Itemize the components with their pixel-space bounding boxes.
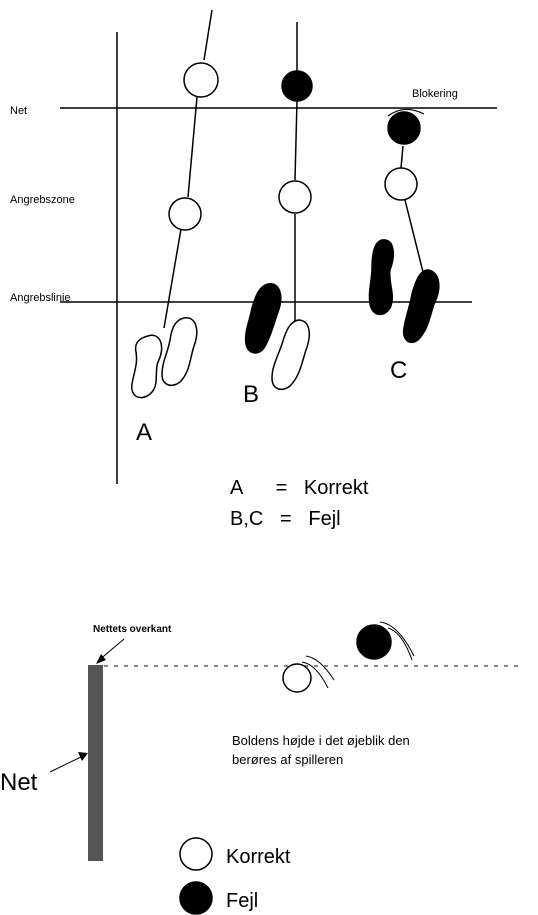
net-pointer-line xyxy=(49,754,86,773)
footprint-filled-icon xyxy=(368,239,395,316)
net-top-label: Nettets overkant xyxy=(93,624,172,635)
label-blocking: Blokering xyxy=(412,88,458,100)
player-b-label: B xyxy=(243,381,259,408)
player-a-path: A xyxy=(131,9,219,446)
bottom-net-diagram: Nettets overkant Boldens højde i det øje… xyxy=(0,621,522,861)
ball-correct-icon xyxy=(384,167,418,201)
ball-height-caption-line-2: berøres af spilleren xyxy=(232,752,343,767)
footprint-filled-icon xyxy=(244,283,282,354)
footprint-outline-icon xyxy=(131,334,163,399)
net-post xyxy=(88,665,103,861)
ball-trajectory-line xyxy=(203,9,213,61)
footprint-outline-icon xyxy=(161,317,198,387)
legend-correct-icon xyxy=(179,837,213,871)
symbol-legend: Korrekt Fejl xyxy=(179,837,291,915)
label-net: Net xyxy=(10,105,27,117)
footprint-filled-icon xyxy=(402,269,440,344)
footprint-outline-icon xyxy=(271,319,311,391)
ball-trajectory-line xyxy=(187,96,198,198)
ball-correct-icon xyxy=(183,62,219,98)
ball-below-net xyxy=(282,655,335,693)
top-legend-line-1: A = Korrekt xyxy=(230,477,369,499)
player-a-label: A xyxy=(136,419,152,446)
legend-fault-label: Fejl xyxy=(226,890,258,912)
ball-motion-line xyxy=(305,655,335,681)
player-c-path: C xyxy=(368,108,440,384)
ball-height-caption-line-1: Boldens højde i det øjeblik den xyxy=(232,733,410,748)
ball-trajectory-line xyxy=(404,199,426,281)
ball-fault-icon xyxy=(356,624,392,660)
arrow-head-icon xyxy=(96,654,106,664)
net-label: Net xyxy=(0,769,38,796)
arrow-head-icon xyxy=(78,752,88,761)
block-contact-arc xyxy=(387,108,425,117)
legend-correct-label: Korrekt xyxy=(226,846,291,868)
ball-correct-icon xyxy=(168,197,202,231)
ball-trajectory-line xyxy=(294,99,298,181)
player-c-label: C xyxy=(390,357,407,384)
ball-trajectory-line xyxy=(400,145,404,169)
legend-fault-icon xyxy=(179,881,213,915)
label-attack-zone: Angrebszone xyxy=(10,194,75,206)
ball-fault-icon xyxy=(387,111,421,145)
ball-motion-line xyxy=(301,661,329,689)
top-legend-line-2: B,C = Fejl xyxy=(230,508,341,530)
ball-trajectory-line xyxy=(163,228,182,329)
top-court-diagram: Net Angrebszone Angrebslinie Blokering A xyxy=(10,9,497,530)
ball-motion-line xyxy=(387,627,413,661)
ball-fault-icon xyxy=(281,70,313,102)
player-b-path: B xyxy=(243,22,313,408)
ball-motion-line xyxy=(379,621,415,657)
ball-above-net xyxy=(356,621,415,661)
label-attack-line: Angrebslinie xyxy=(10,292,71,304)
ball-correct-icon xyxy=(282,663,312,693)
ball-correct-icon xyxy=(278,180,312,214)
